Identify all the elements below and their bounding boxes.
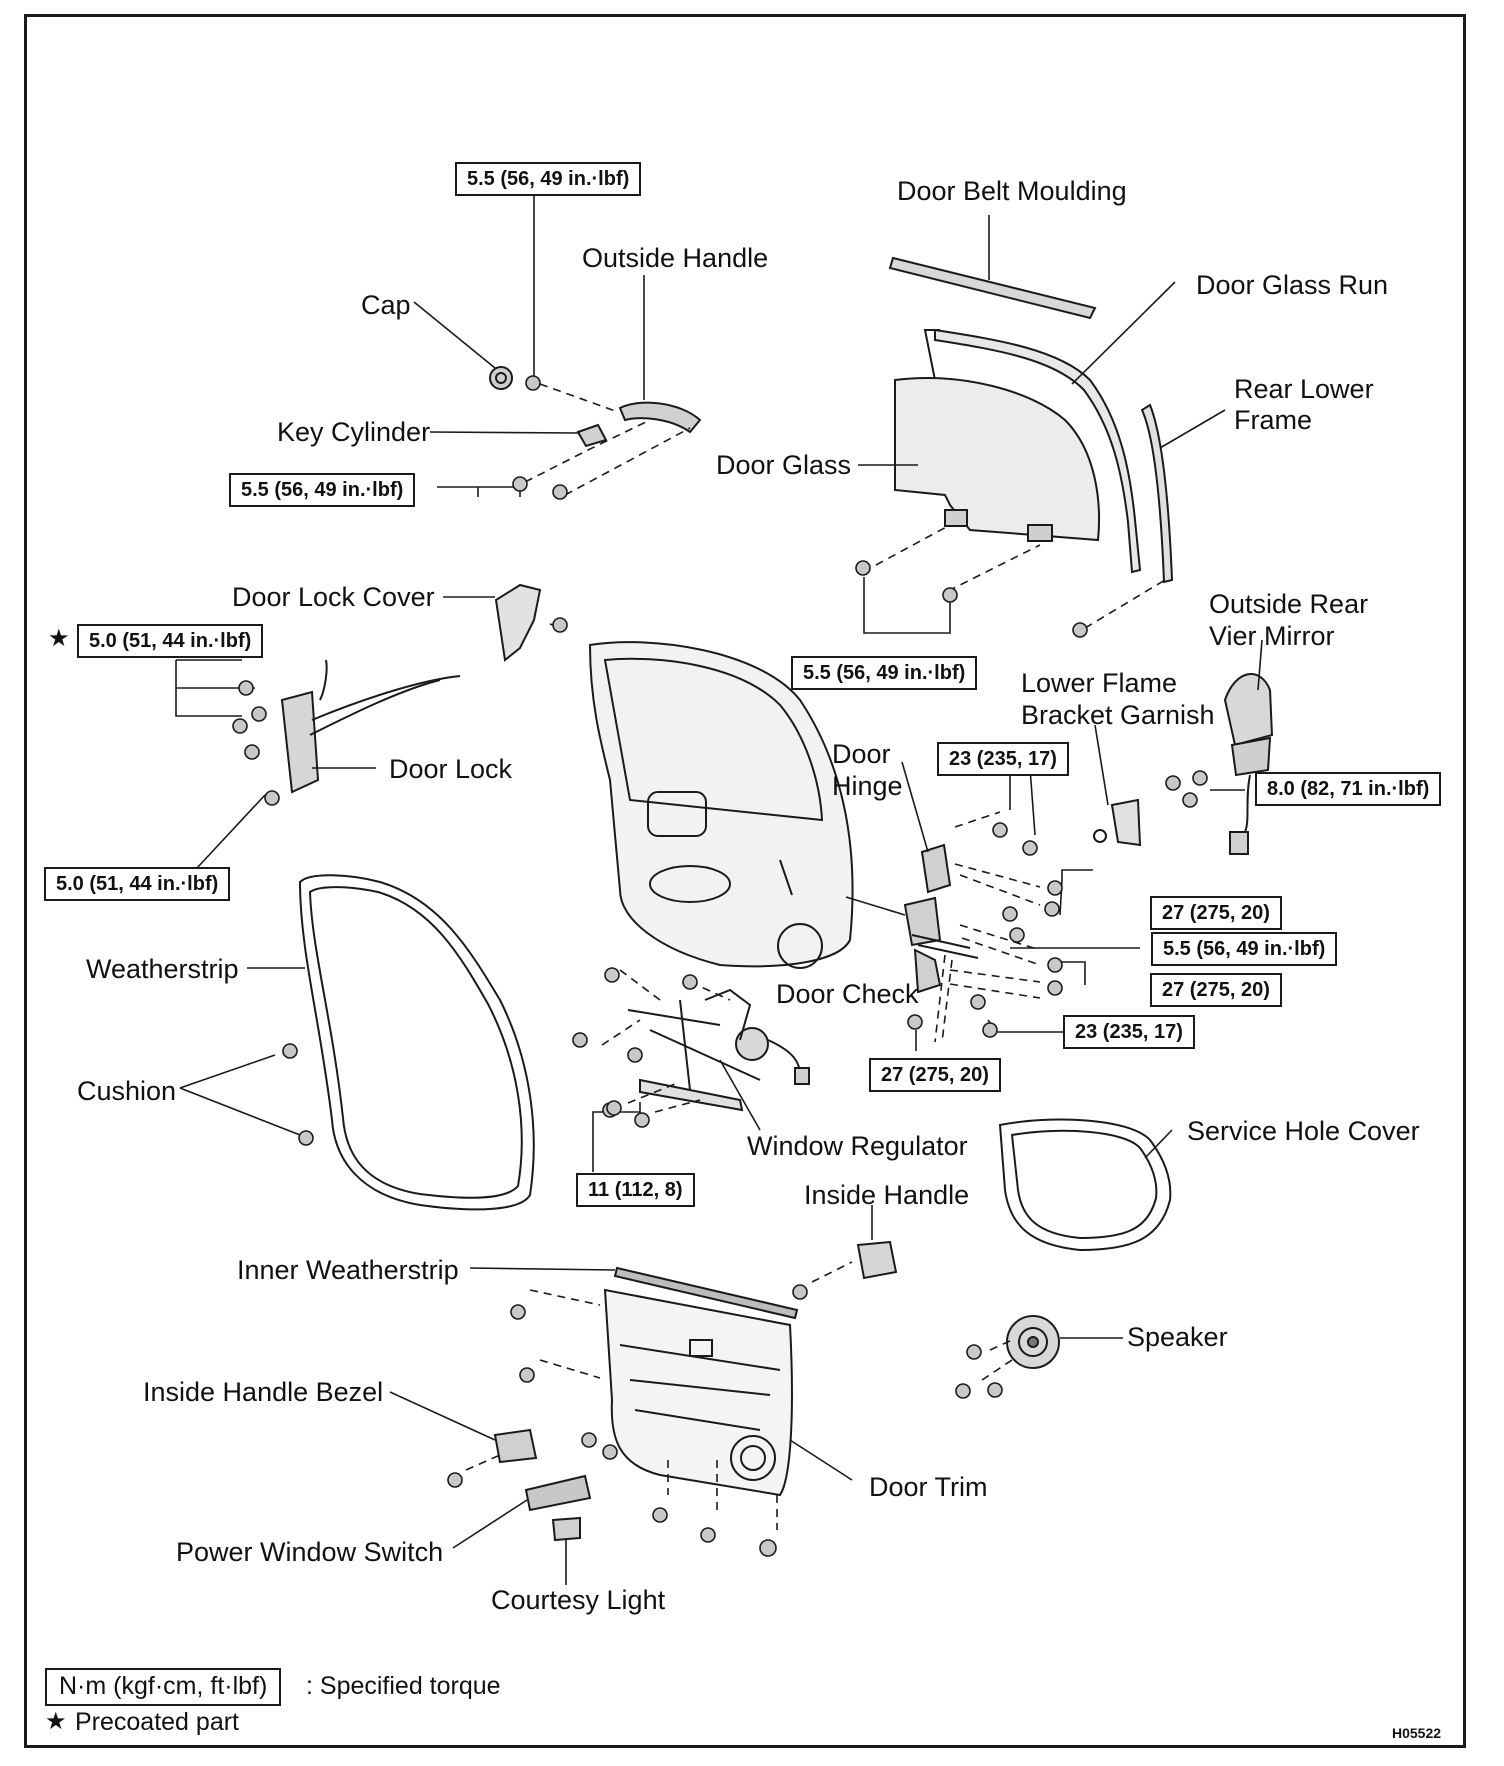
label-inside-handle-bezel: Inside Handle Bezel (143, 1377, 384, 1407)
inside-handle-part (858, 1242, 896, 1278)
label-weatherstrip: Weatherstrip (86, 954, 239, 984)
inner-weatherstrip-part (615, 1268, 797, 1318)
label-speaker: Speaker (1127, 1322, 1228, 1352)
torque-mirror: 8.0 (82, 71 in.·lbf) (1255, 772, 1442, 806)
label-lower-flame-line1: Lower Flame (1021, 668, 1178, 698)
label-outside-handle: Outside Handle (582, 243, 769, 273)
label-outside-rear-mirror-line2: Vier Mirror (1209, 621, 1335, 651)
power-window-switch-part (526, 1476, 590, 1510)
legend-unit-description: : Specified torque (306, 1672, 501, 1700)
label-cushion: Cushion (77, 1076, 177, 1106)
door-inner-panel-part (590, 642, 853, 968)
window-regulator-part (628, 990, 809, 1110)
outside-handle-part (490, 367, 700, 446)
torque-hinge-upper: 23 (235, 17) (937, 742, 1069, 776)
label-door-lock-cover: Door Lock Cover (232, 582, 435, 612)
legend-star-icon: ★ (45, 1708, 67, 1735)
label-door-belt-moulding: Door Belt Moulding (897, 176, 1127, 206)
door-trim-part (605, 1290, 792, 1495)
label-rear-lower-frame-line1: Rear Lower (1234, 374, 1374, 404)
door-belt-moulding-part (890, 258, 1095, 318)
label-door-glass-run: Door Glass Run (1196, 270, 1389, 300)
label-window-regulator: Window Regulator (747, 1131, 968, 1161)
label-door-glass: Door Glass (716, 450, 852, 480)
diagram-frame (24, 14, 1466, 1748)
label-inner-weatherstrip: Inner Weatherstrip (237, 1255, 459, 1285)
label-door-hinge-line1: Door (832, 739, 891, 769)
inside-handle-bezel-part (495, 1430, 536, 1462)
label-lower-flame-line2: Bracket Garnish (1021, 700, 1215, 730)
weatherstrip-part (300, 875, 534, 1209)
label-courtesy-light: Courtesy Light (491, 1585, 666, 1615)
label-cap: Cap (361, 290, 411, 320)
torque-door-lock-precoated: 5.0 (51, 44 in.·lbf) (77, 624, 264, 658)
label-key-cylinder: Key Cylinder (277, 417, 431, 447)
leader-lines (180, 215, 1262, 1585)
label-door-check: Door Check (776, 979, 919, 1009)
figure-code: H05522 (1392, 1725, 1442, 1741)
door-lock-part (282, 660, 460, 792)
label-inside-handle: Inside Handle (804, 1180, 970, 1210)
rear-lower-frame-part (1142, 405, 1172, 582)
label-door-lock: Door Lock (389, 754, 513, 784)
torque-window-regulator: 11 (112, 8) (576, 1173, 695, 1207)
courtesy-light-part (553, 1518, 580, 1540)
label-power-window-switch: Power Window Switch (176, 1537, 444, 1567)
label-outside-rear-mirror-line1: Outside Rear (1209, 589, 1369, 619)
door-lock-cover-part (496, 585, 540, 660)
torque-hinge-lower-body: 27 (275, 20) (869, 1058, 1001, 1092)
torque-key-cylinder: 5.5 (56, 49 in.·lbf) (229, 473, 416, 507)
service-hole-cover-part (1000, 1120, 1170, 1250)
legend-precoated-text: Precoated part (75, 1708, 239, 1736)
door-hinge-part (905, 845, 978, 992)
speaker-part (1007, 1316, 1059, 1368)
outside-rear-mirror-part (1225, 674, 1272, 854)
lower-flame-bracket-garnish-part (1094, 800, 1140, 845)
torque-outside-handle: 5.5 (56, 49 in.·lbf) (455, 162, 642, 196)
label-rear-lower-frame-line2: Frame (1234, 405, 1313, 435)
label-door-trim: Door Trim (869, 1472, 988, 1502)
torque-hinge-body-lower: 27 (275, 20) (1150, 973, 1282, 1007)
door-glass-run-part (925, 330, 1140, 572)
bolts (233, 376, 1207, 1556)
legend-unit-box: N·m (kgf·cm, ft·lbf) (45, 1668, 282, 1706)
torque-hinge-lower-door: 23 (235, 17) (1063, 1015, 1195, 1049)
torque-door-lock-lower: 5.0 (51, 44 in.·lbf) (44, 867, 231, 901)
label-door-hinge-line2: Hinge (832, 771, 903, 801)
torque-door-check: 5.5 (56, 49 in.·lbf) (1151, 932, 1338, 966)
precoated-star-icon: ★ (48, 625, 70, 652)
torque-hinge-body-upper: 27 (275, 20) (1150, 896, 1282, 930)
label-service-hole-cover: Service Hole Cover (1187, 1116, 1420, 1146)
door-glass-part (895, 378, 1099, 541)
torque-door-glass: 5.5 (56, 49 in.·lbf) (791, 656, 978, 690)
